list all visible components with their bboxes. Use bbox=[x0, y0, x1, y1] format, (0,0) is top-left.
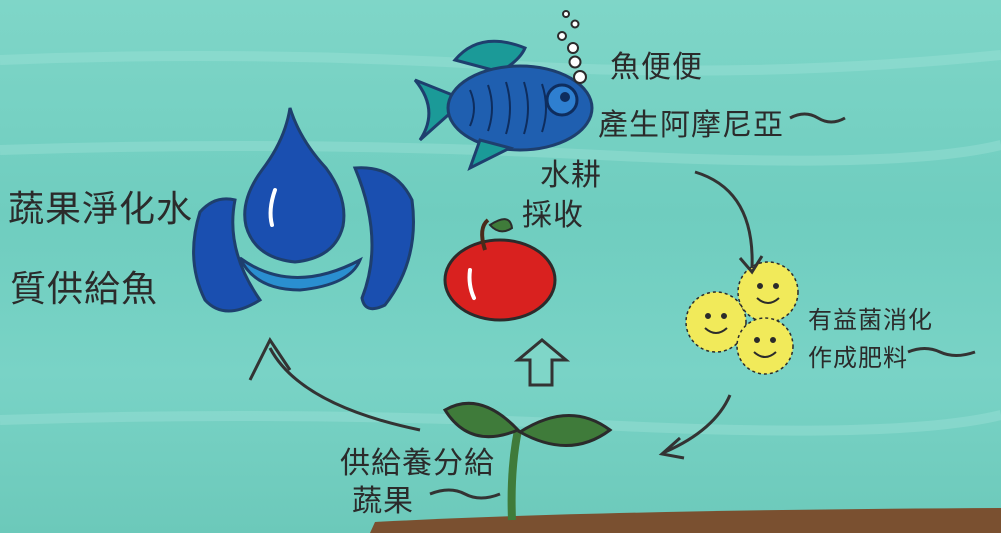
tilde-veg bbox=[429, 488, 501, 500]
apple-icon bbox=[443, 218, 557, 322]
sprout-icon bbox=[442, 401, 613, 521]
label-veg-purify-2: 質供給魚 bbox=[10, 269, 159, 310]
label-water-harvest-1: 水耕 bbox=[540, 158, 602, 193]
label-water-harvest-2: 採收 bbox=[522, 198, 584, 233]
label-nutrient-2: 蔬果 bbox=[352, 484, 414, 519]
bacteria-icon bbox=[685, 261, 799, 375]
label-fish-waste: 魚便便 bbox=[610, 50, 703, 85]
label-bacteria-1: 有益菌消化 bbox=[808, 306, 933, 334]
soil bbox=[370, 508, 1001, 533]
label-bacteria-2: 作成肥料 bbox=[808, 344, 908, 372]
fish-icon bbox=[413, 39, 594, 172]
arrow-bacteria-to-sprout bbox=[664, 394, 732, 454]
tilde-ammonia bbox=[789, 112, 846, 124]
label-veg-purify-1: 蔬果淨化水 bbox=[8, 189, 194, 230]
arrow-sprout-to-drop bbox=[268, 347, 421, 432]
water-drop-icon bbox=[192, 107, 415, 313]
label-nutrient-1: 供給養分給 bbox=[340, 446, 495, 481]
cycle-arrows bbox=[248, 112, 976, 500]
arrow-sprout-to-apple bbox=[513, 338, 571, 387]
bubbles-icon bbox=[557, 10, 587, 84]
arrow-fish-to-bacteria bbox=[694, 170, 754, 269]
tilde-fertilizer bbox=[907, 347, 976, 357]
label-produce-ammonia: 產生阿摩尼亞 bbox=[598, 108, 784, 143]
